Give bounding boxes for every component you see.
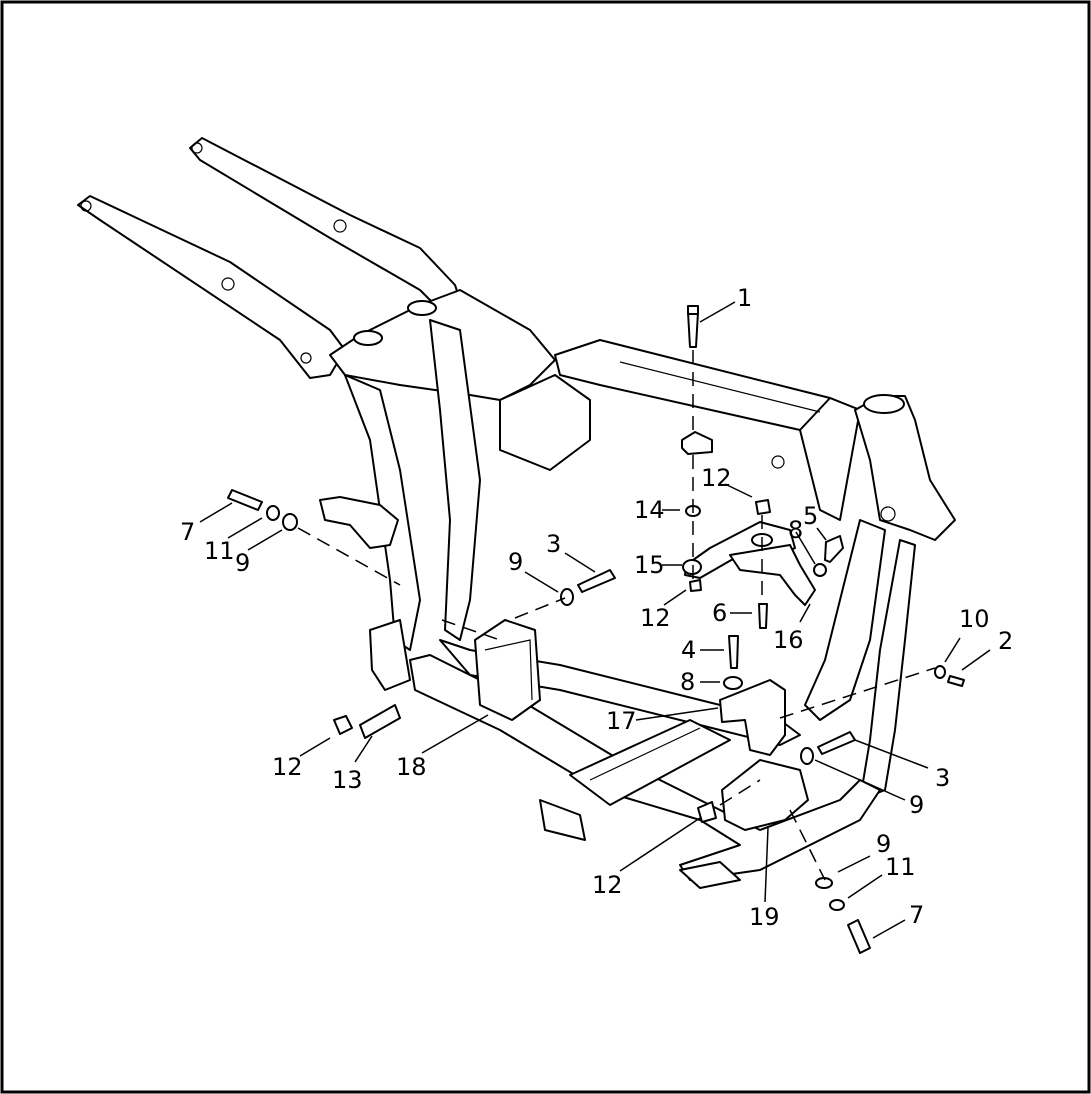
assembly-lines xyxy=(297,350,936,881)
callout-15: 15 xyxy=(634,551,665,579)
callout-7: 7 xyxy=(180,518,195,546)
callout-3: 3 xyxy=(546,530,561,558)
callout-8: 8 xyxy=(788,516,803,544)
callout-16: 16 xyxy=(773,626,804,654)
callout-6: 6 xyxy=(712,599,727,627)
callout-8: 8 xyxy=(680,668,695,696)
callout-9: 9 xyxy=(876,830,891,858)
callout-7: 7 xyxy=(909,901,924,929)
callout-11: 11 xyxy=(885,853,916,881)
callout-9: 9 xyxy=(508,548,523,576)
callout-11: 11 xyxy=(204,537,235,565)
callout-18: 18 xyxy=(396,753,427,781)
callout-12: 12 xyxy=(592,871,623,899)
callout-1: 1 xyxy=(737,284,752,312)
callout-9: 9 xyxy=(909,791,924,819)
callout-13: 13 xyxy=(332,766,363,794)
callout-3: 3 xyxy=(935,764,950,792)
leader-lines xyxy=(199,301,991,939)
callout-19: 19 xyxy=(749,903,780,931)
callout-9: 9 xyxy=(235,549,250,577)
motorcycle-frame xyxy=(77,137,956,889)
callout-5: 5 xyxy=(803,502,818,530)
callout-17: 17 xyxy=(606,707,637,735)
hardware-parts xyxy=(227,305,965,954)
callout-labels: 1 12 14 5 8 15 12 6 16 4 8 17 10 2 3 9 3… xyxy=(180,284,1013,931)
callout-4: 4 xyxy=(681,636,696,664)
callout-10: 10 xyxy=(959,605,990,633)
callout-12: 12 xyxy=(272,753,303,781)
callout-14: 14 xyxy=(634,496,665,524)
callout-12: 12 xyxy=(640,604,671,632)
callout-2: 2 xyxy=(998,627,1013,655)
callout-12: 12 xyxy=(701,464,732,492)
